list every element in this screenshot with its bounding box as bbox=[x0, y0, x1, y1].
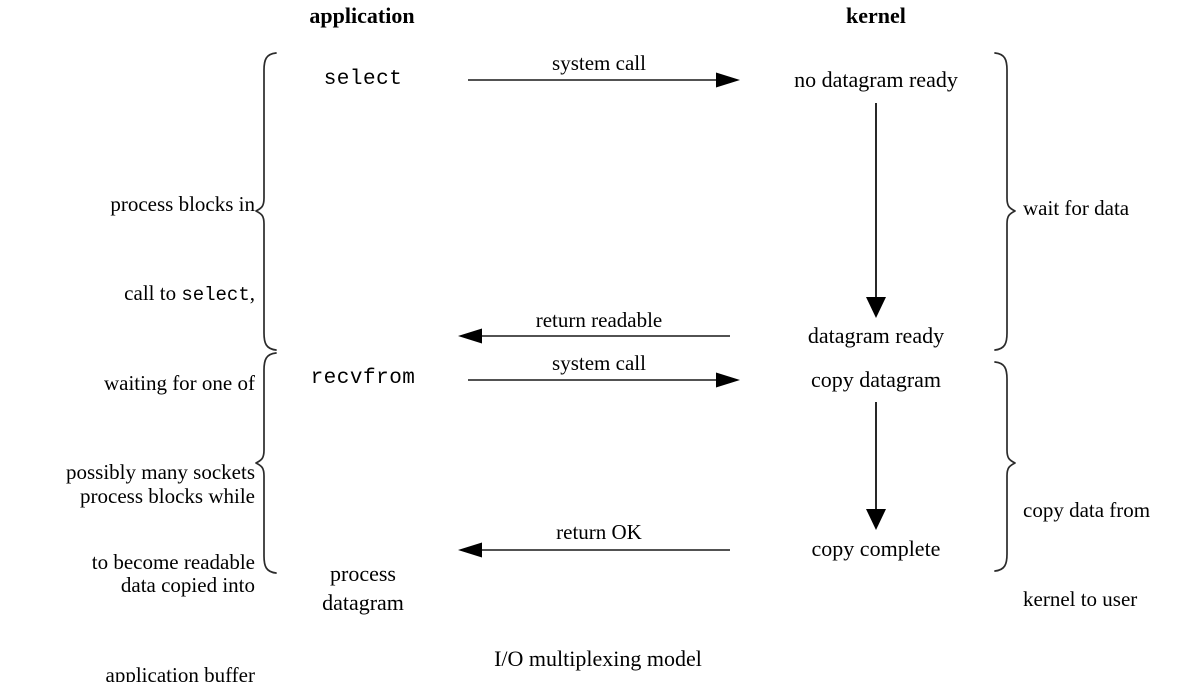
note-copy-data-line-1: copy data from bbox=[1023, 497, 1151, 522]
arrow-label-system-call-1: system call bbox=[552, 51, 646, 75]
note-line-3: waiting for one of bbox=[103, 370, 255, 395]
figure-caption: I/O multiplexing model bbox=[494, 646, 702, 671]
note-line-5: to become readable bbox=[91, 549, 255, 574]
kernel-state-copy-complete: copy complete bbox=[811, 536, 941, 561]
brace-left-upper bbox=[255, 52, 277, 351]
arrow-label-return-ok: return OK bbox=[556, 520, 642, 544]
app-process-datagram-line1: process bbox=[330, 561, 396, 586]
note-line-4: possibly many sockets bbox=[66, 460, 255, 485]
note-wait-for-data: wait for data bbox=[1023, 196, 1130, 220]
app-process-datagram-line2: datagram bbox=[322, 590, 404, 615]
note-process-blocks-copy: process blocks while data copied into ap… bbox=[30, 422, 255, 682]
arrow-label-return-readable: return readable bbox=[535, 308, 663, 332]
arrow-kernel-copy-vertical bbox=[866, 402, 886, 530]
note-line-2-mono-select: select bbox=[181, 284, 250, 307]
note-copy-data-line-2: kernel to user bbox=[1023, 587, 1138, 612]
note-line-2: call to select, bbox=[30, 279, 255, 309]
note-line-1: process blocks in bbox=[110, 191, 255, 216]
column-heading-application: application bbox=[309, 3, 415, 28]
note-copy-line-1: process blocks while bbox=[80, 483, 255, 508]
app-call-recvfrom: recvfrom bbox=[310, 367, 416, 390]
kernel-state-no-datagram-ready: no datagram ready bbox=[794, 67, 958, 92]
note-copy-line-3: application buffer bbox=[105, 662, 255, 682]
kernel-state-copy-datagram: copy datagram bbox=[810, 367, 942, 392]
app-call-select: select bbox=[323, 68, 403, 91]
note-copy-line-2: data copied into bbox=[120, 573, 255, 598]
arrow-kernel-wait-vertical bbox=[866, 103, 886, 318]
note-process-blocks-select: process blocks in call to select, waitin… bbox=[30, 130, 255, 637]
brace-right-upper bbox=[994, 52, 1016, 351]
note-copy-data-kernel-to-user: copy data from kernel to user bbox=[1023, 436, 1195, 675]
column-heading-kernel: kernel bbox=[846, 3, 906, 28]
note-line-2-suffix: , bbox=[249, 281, 255, 306]
note-line-2-prefix: call to bbox=[124, 281, 182, 306]
arrow-label-system-call-2: system call bbox=[552, 351, 646, 375]
brace-right-lower bbox=[994, 361, 1016, 572]
kernel-state-datagram-ready: datagram ready bbox=[807, 323, 945, 348]
